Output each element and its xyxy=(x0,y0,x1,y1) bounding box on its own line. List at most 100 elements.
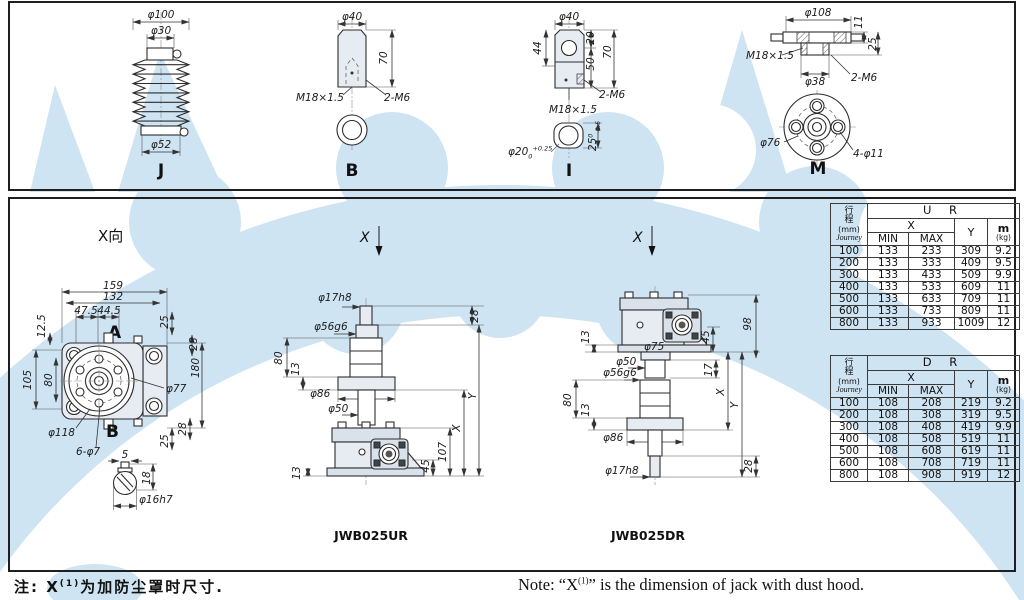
dim-4-phi11: 4-φ11 xyxy=(853,148,884,160)
dim-180: 180 xyxy=(190,358,202,378)
detail-view-m-flange: φ108 11 25 M18×1.5 φ38 2-M6 xyxy=(746,7,884,179)
dim-25: 25 xyxy=(867,37,879,51)
table-cell: 619 xyxy=(954,445,988,458)
table-cell: 608 xyxy=(908,445,955,458)
dim-phi56g6: φ56g6 xyxy=(314,321,348,333)
dim-25-top: 25 xyxy=(159,315,171,329)
dim-x: X xyxy=(451,424,463,433)
table-cell: 908 xyxy=(908,469,955,482)
bellows-shape xyxy=(131,59,191,127)
table-cell: 9.5 xyxy=(986,257,1021,270)
col-header-y: Y xyxy=(954,370,988,398)
table-cell: 800 xyxy=(830,469,868,482)
dim-phi108: φ108 xyxy=(805,7,832,19)
table-cell: 708 xyxy=(908,457,955,470)
dim-28: 28 xyxy=(743,459,755,473)
col-header-y: Y xyxy=(954,218,988,246)
table-cell: 400 xyxy=(830,281,868,294)
table-cell: 12 xyxy=(986,469,1021,482)
table-cell: 9.5 xyxy=(986,409,1021,422)
view-label-m: M xyxy=(810,159,827,179)
view-label-j: J xyxy=(157,161,164,181)
jack-upright-jwb025ur: X φ17h8 φ56g6 28 80 13 φ86 φ50 xyxy=(273,226,484,543)
dim-phi40: φ40 xyxy=(342,11,363,23)
table-cell: 133 xyxy=(867,293,909,306)
dim-phi86: φ86 xyxy=(603,432,624,444)
dim-44-5: 44.5 xyxy=(97,305,121,317)
view-label-b: B xyxy=(346,161,359,181)
x-direction-label: X xyxy=(632,230,643,246)
table-cell: 11 xyxy=(986,433,1021,446)
dim-y: Y xyxy=(729,400,741,408)
thread-2m6: 2-M6 xyxy=(599,89,626,101)
dim-13-bottom: 13 xyxy=(580,403,592,416)
dim-18: 18 xyxy=(141,471,153,485)
table-cell: 133 xyxy=(867,269,909,282)
dim-phi52: φ52 xyxy=(151,139,172,151)
dim-y: Y xyxy=(467,391,479,399)
table-cell: 409 xyxy=(954,257,988,270)
flange-face-circle xyxy=(779,90,856,165)
table-cell: 600 xyxy=(830,305,868,318)
x-direction-label: X xyxy=(359,230,370,246)
table-cell: 233 xyxy=(908,245,955,258)
table-cell: 309 xyxy=(954,245,988,258)
table-cell: 733 xyxy=(908,305,955,318)
dim-phi56g6: φ56g6 xyxy=(603,367,637,379)
detail-view-j-bellows: φ100 φ30 φ52 J xyxy=(131,9,191,181)
flange-plate xyxy=(626,417,684,431)
table-cell: 533 xyxy=(908,281,955,294)
table-cell: 108 xyxy=(867,445,909,458)
table-cell: 319 xyxy=(954,409,988,422)
dim-13-bottom: 13 xyxy=(291,466,303,479)
lifting-screw xyxy=(639,379,671,419)
table-cell: 919 xyxy=(954,469,988,482)
dim-80: 80 xyxy=(562,393,574,407)
table-cell: 133 xyxy=(867,305,909,318)
table-cell: 108 xyxy=(867,433,909,446)
shaft-phi50 xyxy=(644,359,666,379)
dim-25-bottom: 25 xyxy=(159,434,171,448)
center-flange-circles xyxy=(60,342,140,420)
table-cell: 219 xyxy=(954,397,988,410)
dim-50: 50 xyxy=(585,57,597,71)
shaft-end-view: 5 18 φ16h7 xyxy=(108,449,173,510)
table-cell: 519 xyxy=(954,433,988,446)
table-cell: 11 xyxy=(986,293,1021,306)
dim-6-phi7: 6-φ7 xyxy=(76,446,100,458)
dim-5: 5 xyxy=(122,449,129,461)
dim-28: 28 xyxy=(469,309,481,323)
dim-phi86: φ86 xyxy=(310,388,331,400)
table-cell: 600 xyxy=(830,457,868,470)
dim-70: 70 xyxy=(602,45,614,59)
table-cell: 133 xyxy=(867,317,909,330)
table-cell: 300 xyxy=(830,421,868,434)
table-cell: 208 xyxy=(908,397,955,410)
table-cell: 9.9 xyxy=(986,269,1021,282)
dim-105: 105 xyxy=(22,370,34,390)
note-chinese: 注: X(1)为加防尘罩时尺寸. xyxy=(14,578,224,596)
collar-phi75 xyxy=(640,351,671,361)
table-cell: 719 xyxy=(954,457,988,470)
table-cell: 308 xyxy=(908,409,955,422)
dim-45: 45 xyxy=(700,330,712,344)
dim-44: 44 xyxy=(532,41,544,54)
table-cell: 400 xyxy=(830,433,868,446)
table-title-dr: D R xyxy=(866,355,1021,371)
table-cell: 133 xyxy=(867,281,909,294)
dim-70: 70 xyxy=(378,51,390,65)
gearbox-housing xyxy=(326,421,425,477)
col-header-max: MAX xyxy=(908,232,955,246)
jack-inverted-jwb025dr: X 13 φ75 φ50 φ56g6 xyxy=(562,226,760,543)
dim-80: 80 xyxy=(43,373,55,387)
table-cell: 809 xyxy=(954,305,988,318)
table-cell: 419 xyxy=(954,421,988,434)
gearbox-housing xyxy=(617,291,712,353)
dim-98: 98 xyxy=(742,317,754,331)
flange-plate xyxy=(337,376,396,391)
